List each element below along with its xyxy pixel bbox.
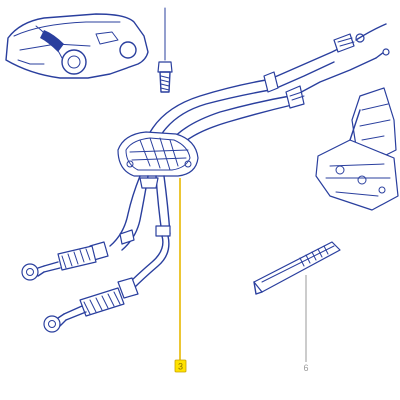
callout-6-number: 6 <box>303 363 308 373</box>
vehicle-thumbnail <box>5 13 149 79</box>
upper-cable-end <box>21 241 109 281</box>
cable-runs <box>147 23 390 147</box>
part-6-strip <box>253 241 341 295</box>
shifter-base <box>117 131 199 177</box>
gearbox-bracket <box>315 87 399 211</box>
lower-cable-runs <box>109 175 171 289</box>
bolt-part <box>157 7 173 93</box>
callout-3-number: 3 <box>178 362 183 372</box>
lower-cable-end <box>43 277 139 333</box>
callout-3[interactable]: 3 <box>174 359 187 373</box>
callout-3-box <box>174 359 187 373</box>
callout-6[interactable]: 6 <box>303 363 308 373</box>
